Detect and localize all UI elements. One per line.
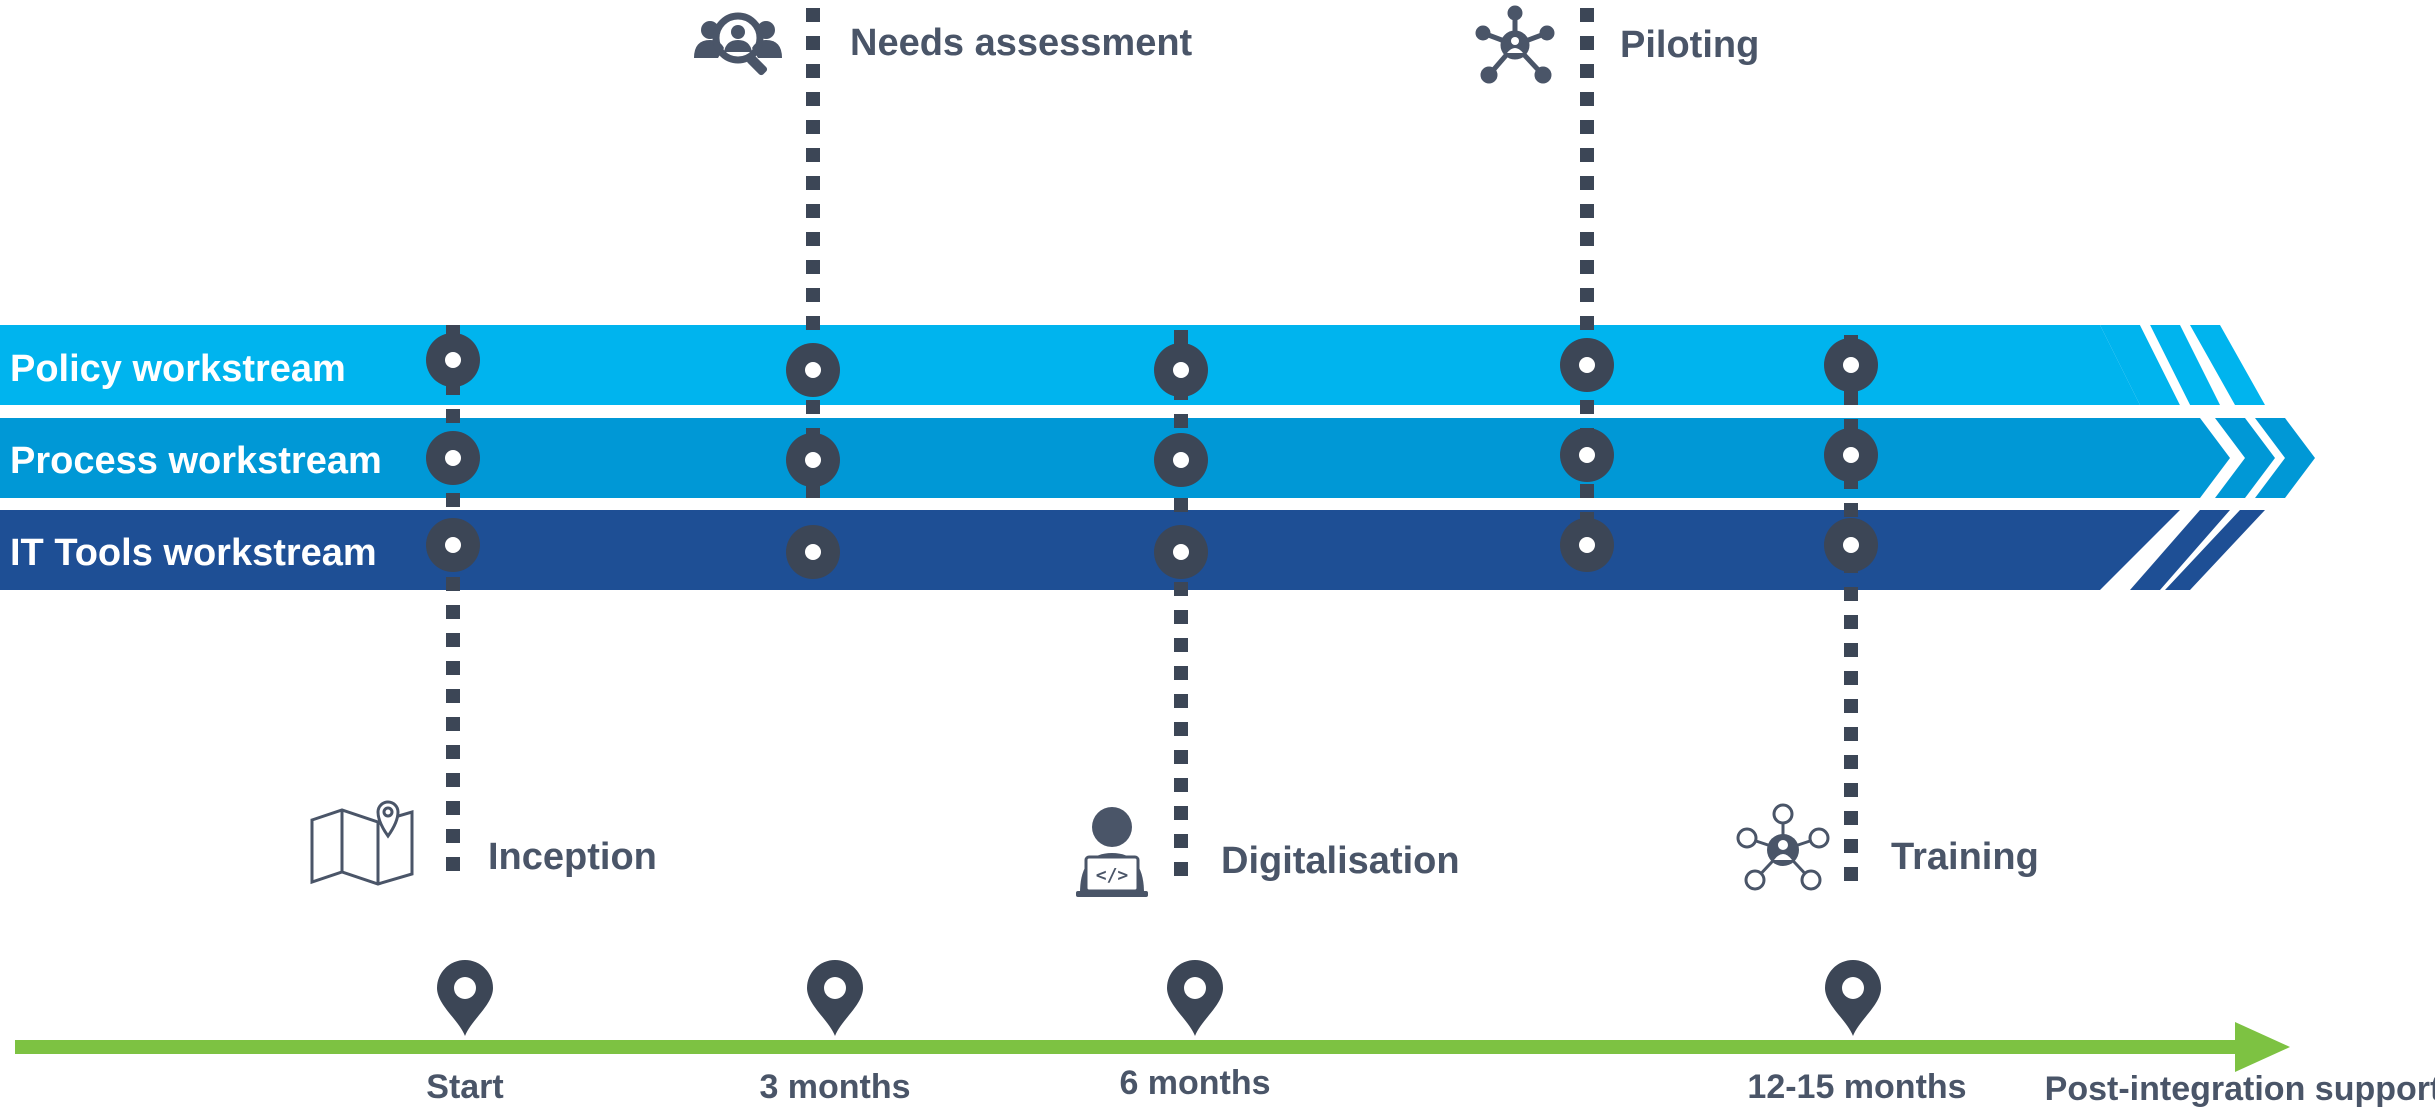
- workstream-marker-hole: [805, 544, 821, 560]
- phase-label-inception: Inception: [488, 836, 657, 878]
- workstream-marker-hole: [805, 452, 821, 468]
- svg-text:</>: </>: [1096, 865, 1129, 886]
- network-hub-icon: [1475, 5, 1555, 84]
- map-pin-icon: [310, 800, 414, 886]
- workstream-marker-hole: [1579, 357, 1595, 373]
- timeline-arrow: [15, 1022, 2290, 1072]
- timeline-pins: [437, 960, 1881, 1036]
- milestone-label-12-15-months: 12-15 months: [1747, 1068, 1967, 1106]
- it-tools-workstream-label: IT Tools workstream: [10, 532, 377, 574]
- policy-workstream-label: Policy workstream: [10, 348, 346, 390]
- it-tools-workstream-band: [0, 510, 2265, 590]
- process-workstream-label: Process workstream: [10, 440, 382, 482]
- workstream-marker-hole: [1579, 537, 1595, 553]
- workstream-marker-hole: [1579, 447, 1595, 463]
- workstream-marker-hole: [1843, 537, 1859, 553]
- user-search-icon: [694, 12, 782, 76]
- people-network-icon: [1736, 803, 1830, 891]
- process-workstream-band: [0, 418, 2315, 498]
- location-pin-icon: [1825, 960, 1881, 1036]
- workstream-marker-hole: [1173, 452, 1189, 468]
- workstream-marker-hole: [445, 352, 461, 368]
- workstream-marker-hole: [1173, 544, 1189, 560]
- workstream-markers: [426, 333, 1878, 579]
- workstream-marker-hole: [1843, 447, 1859, 463]
- workstream-marker-hole: [1173, 362, 1189, 378]
- workstream-marker-hole: [445, 537, 461, 553]
- phase-label-piloting: Piloting: [1620, 24, 1760, 66]
- phase-label-needs-assessment: Needs assessment: [850, 22, 1193, 64]
- location-pin-icon: [1167, 960, 1223, 1036]
- phase-label-digitalisation: Digitalisation: [1221, 840, 1460, 882]
- milestone-label-6-months: 6 months: [1119, 1064, 1271, 1102]
- phase-label-training: Training: [1891, 836, 2039, 878]
- workstream-marker-hole: [445, 450, 461, 466]
- workstream-marker-hole: [805, 362, 821, 378]
- developer-laptop-icon: </>: [1076, 807, 1148, 897]
- location-pin-icon: [807, 960, 863, 1036]
- post-integration-support-label: Post-integration support: [2044, 1070, 2435, 1108]
- milestone-label-3-months: 3 months: [759, 1068, 911, 1106]
- milestone-label-start: Start: [426, 1068, 504, 1106]
- workstream-marker-hole: [1843, 357, 1859, 373]
- location-pin-icon: [437, 960, 493, 1036]
